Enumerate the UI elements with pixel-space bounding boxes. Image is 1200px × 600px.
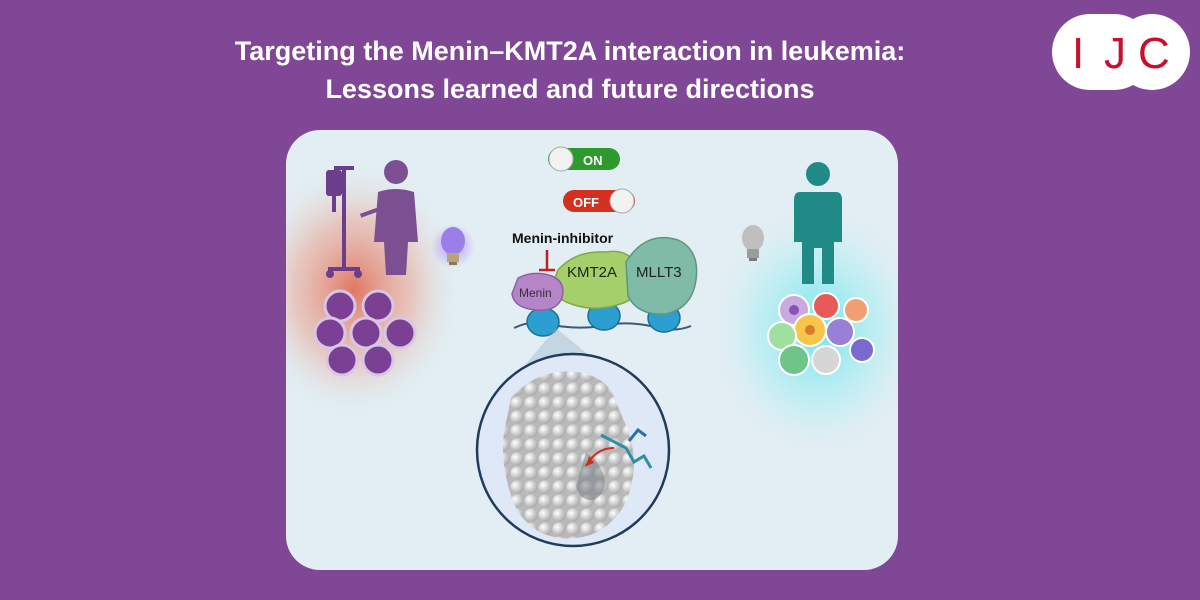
page-title: Targeting the Menin–KMT2A interaction in…: [180, 32, 960, 108]
logo-letter-j: J: [1104, 29, 1126, 78]
title-line-1: Targeting the Menin–KMT2A interaction in…: [234, 36, 906, 66]
inhibition-symbol: [539, 250, 555, 272]
leukemic-cells: [313, 289, 417, 377]
healthy-blood-cells: [767, 292, 875, 376]
menin-structure-zoom: [475, 352, 671, 548]
diagram-panel: ON OFF Menin-inhibitor Menin KMT2A MLLT3: [286, 130, 898, 570]
iv-stand-icon: [326, 166, 362, 278]
menin-label: Menin: [519, 286, 552, 300]
menin-protein: [511, 272, 564, 311]
menin-inhibitor-label: Menin-inhibitor: [512, 230, 614, 246]
title-line-2: Lessons learned and future directions: [325, 74, 815, 104]
logo-letter-c: C: [1138, 29, 1170, 78]
mllt3-label: MLLT3: [636, 264, 682, 281]
on-switch-label: ON: [583, 153, 603, 168]
ijc-logo: I J C: [1052, 14, 1190, 90]
kmt2a-label: KMT2A: [567, 264, 617, 281]
on-switch: ON: [548, 146, 620, 172]
logo-letter-i: I: [1072, 29, 1084, 78]
off-switch-label: OFF: [573, 195, 599, 210]
off-switch: OFF: [563, 188, 635, 214]
healthy-person-icon: [794, 162, 842, 284]
lit-bulb-icon: [441, 227, 465, 265]
mllt3-protein: [625, 236, 698, 315]
unlit-bulb-icon: [742, 225, 764, 261]
patient-icon: [359, 160, 418, 275]
